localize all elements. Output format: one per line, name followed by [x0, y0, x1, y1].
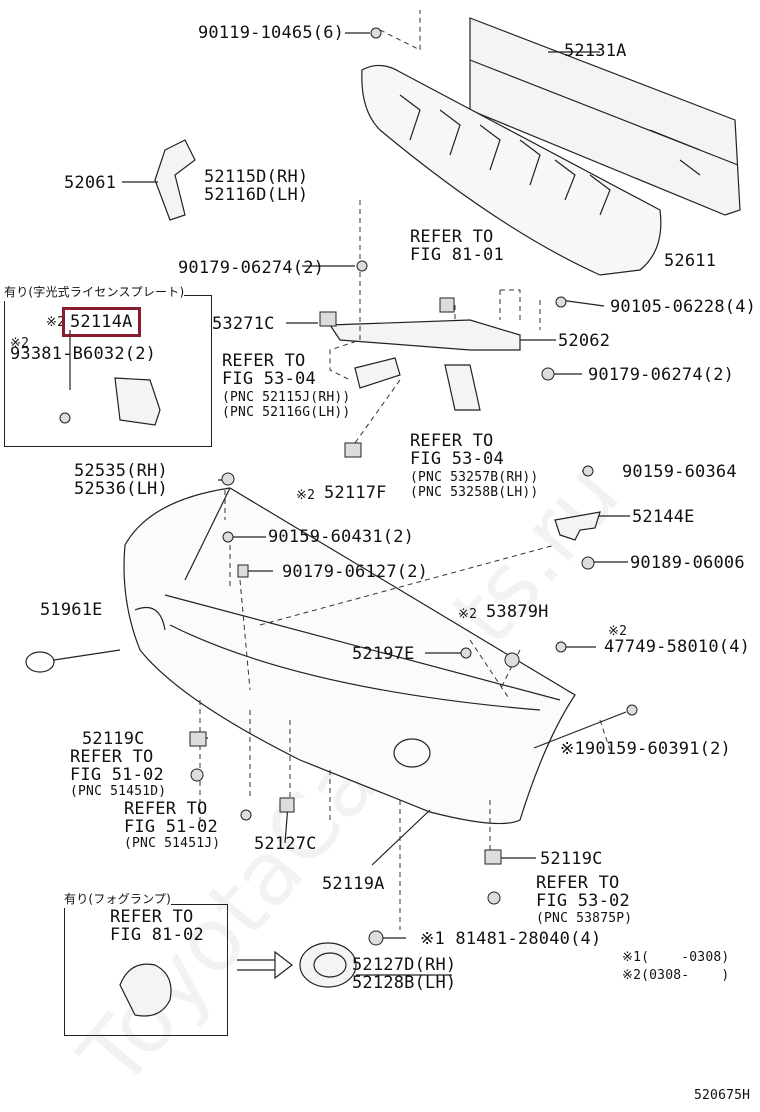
refer-fig-81-01[interactable]: REFER TO FIG 81-01: [410, 227, 504, 265]
mark-53879H: ※2: [458, 607, 478, 622]
refer-fig-53-04-b[interactable]: REFER TO FIG 53-04: [410, 431, 504, 469]
footnote-2: ※2(0308- ): [622, 968, 730, 983]
part-90179-06274-a[interactable]: 90179-06274(2): [178, 258, 325, 278]
part-81481-28040[interactable]: ※1 81481-28040(4): [420, 929, 602, 949]
part-53271C[interactable]: 53271C: [212, 314, 275, 334]
footnote-1: ※1( -0308): [622, 950, 730, 965]
refer-fig-51-02-b[interactable]: REFER TO FIG 51-02: [124, 799, 218, 837]
part-51961E[interactable]: 51961E: [40, 600, 103, 620]
part-52119C-a[interactable]: 52119C: [82, 729, 145, 749]
part-52062[interactable]: 52062: [558, 331, 611, 351]
part-90179-06127[interactable]: 90179-06127(2): [282, 562, 429, 582]
mark-52117F: ※2: [296, 488, 316, 503]
part-90159-60364[interactable]: 90159-60364: [622, 462, 737, 482]
part-52127C[interactable]: 52127C: [254, 834, 317, 854]
absorber-52611: [361, 64, 662, 276]
part-93381-B6032[interactable]: 93381-B6032(2): [10, 344, 157, 364]
part-52128B[interactable]: 52128B(LH): [352, 973, 457, 993]
license-bracket: [114, 377, 161, 426]
pnc-53-04-b: (PNC 53257B(RH)) (PNC 53258B(LH)): [410, 470, 539, 500]
mark-93381: ※2: [10, 336, 30, 351]
bracket-52062: [328, 319, 521, 351]
figure-id: 520675H: [694, 1088, 751, 1103]
part-90105-06228[interactable]: 90105-06228(4): [610, 297, 757, 317]
part-47749-58010[interactable]: 47749-58010(4): [604, 637, 751, 657]
part-90159-60431[interactable]: 90159-60431(2): [268, 527, 415, 547]
part-52116D[interactable]: 52116D(LH): [204, 185, 309, 205]
part-52197E[interactable]: 52197E: [352, 644, 415, 664]
part-52115D[interactable]: 52115D(RH): [204, 167, 309, 187]
fog-option-label: 有り(フォグランプ): [64, 890, 172, 908]
refer-fig-53-02[interactable]: REFER TO FIG 53-02: [536, 873, 630, 911]
reinforcement-52131A: [469, 17, 741, 216]
mark-47749: ※2: [608, 624, 628, 639]
part-52119A[interactable]: 52119A: [322, 874, 385, 894]
mark-52114A: ※2: [46, 315, 66, 330]
fastener-bolt: [370, 27, 382, 39]
license-option-label: 有り(字光式ライセンスプレート): [4, 283, 185, 301]
pnc-51-02-a: (PNC 51451D): [70, 784, 167, 799]
pnc-51-02-b: (PNC 51451J): [124, 836, 221, 851]
refer-fig-81-02[interactable]: REFER TO FIG 81-02: [110, 907, 204, 945]
part-90159-60391[interactable]: ※190159-60391(2): [560, 739, 731, 759]
part-53879H[interactable]: 53879H: [486, 602, 549, 622]
part-52127D[interactable]: 52127D(RH): [352, 955, 457, 975]
part-90179-06274-b[interactable]: 90179-06274(2): [588, 365, 735, 385]
part-52535[interactable]: 52535(RH): [74, 461, 168, 481]
bumper-cover: [123, 487, 576, 825]
refer-fig-51-02-a[interactable]: REFER TO FIG 51-02: [70, 747, 164, 785]
part-52119C-b[interactable]: 52119C: [540, 849, 603, 869]
part-52611[interactable]: 52611: [664, 251, 717, 271]
part-52131A[interactable]: 52131A: [564, 41, 627, 61]
fog-bezel: [299, 942, 357, 988]
refer-fig-53-04-a[interactable]: REFER TO FIG 53-04: [222, 351, 316, 389]
bracket-52061: [154, 139, 196, 221]
part-90189-06006[interactable]: 90189-06006: [630, 553, 745, 573]
part-52144E[interactable]: 52144E: [632, 507, 695, 527]
part-52114A[interactable]: 52114A: [62, 307, 141, 337]
part-52536[interactable]: 52536(LH): [74, 479, 168, 499]
pnc-53-04-a: (PNC 52115J(RH)) (PNC 52116G(LH)): [222, 390, 351, 420]
pnc-53-02: (PNC 53875P): [536, 911, 633, 926]
part-52117F[interactable]: 52117F: [324, 483, 387, 503]
part-90119-10465[interactable]: 90119-10465(6): [198, 23, 345, 43]
part-52061[interactable]: 52061: [64, 173, 117, 193]
